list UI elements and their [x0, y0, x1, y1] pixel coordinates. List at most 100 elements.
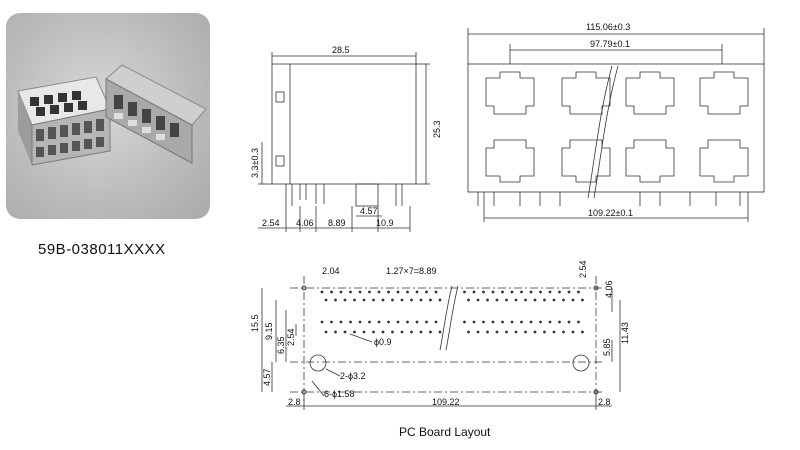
pin-hole — [372, 330, 375, 334]
pin-hole — [539, 290, 542, 294]
pin-hole — [524, 298, 527, 302]
pcb-layout-frame — [261, 276, 621, 410]
pin-hole — [482, 320, 485, 324]
pin-hole — [438, 298, 442, 302]
pin-hole — [334, 298, 337, 302]
pin-hole — [425, 290, 428, 294]
pin-hole — [482, 290, 485, 294]
pin-hole — [567, 320, 571, 324]
pin-hole — [472, 290, 476, 294]
mount-hole — [593, 285, 599, 291]
pin-hole — [476, 330, 480, 334]
dim-hole-small: ϕ0.9 — [374, 337, 392, 347]
pin-hole — [571, 298, 575, 302]
pin-hole — [429, 298, 432, 302]
pin-hole — [510, 320, 514, 324]
pin-hole — [577, 320, 580, 324]
pin-hole — [552, 330, 556, 334]
dim-pitch-b: 4.06 — [296, 218, 314, 228]
pin-hole — [520, 320, 523, 324]
pin-hole — [543, 330, 546, 334]
pin-hole — [524, 330, 527, 334]
product-photo — [6, 13, 210, 219]
pin-hole — [396, 290, 400, 294]
dim-right-lower: 5.85 — [602, 338, 612, 356]
pin-hole — [581, 298, 584, 302]
pin-hole — [387, 290, 390, 294]
dim-left-x: 2.04 — [322, 266, 340, 276]
dim-pin-offset: 3.3±0.3 — [250, 148, 260, 178]
pin-hole — [353, 330, 356, 334]
dim-right-row: 4.06 — [604, 280, 614, 298]
mount-hole — [301, 285, 307, 291]
dim-left-bottom: 4.57 — [262, 368, 272, 386]
pin-hole — [548, 320, 552, 324]
pin-hole — [533, 330, 537, 334]
pin-hole — [362, 330, 366, 334]
pin-hole — [358, 290, 362, 294]
dim-post-offset: 4.57 — [360, 206, 378, 216]
dim-rear-width: 10.9 — [376, 218, 394, 228]
dim-left-row: 2.54 — [286, 328, 296, 346]
pin-hole — [377, 290, 381, 294]
pin-hole — [391, 330, 394, 334]
pin-hole — [406, 320, 409, 324]
pin-hole — [438, 330, 442, 334]
pin-hole — [368, 320, 371, 324]
pin-hole — [495, 330, 499, 334]
pin-hole — [463, 320, 466, 324]
dim-pin-pitch: 1.27×7=8.89 — [386, 266, 437, 276]
pin-hole — [320, 320, 324, 324]
pin-hole — [577, 290, 580, 294]
pin-hole — [434, 320, 438, 324]
pin-hole — [491, 320, 495, 324]
dim-overall-width: 115.06±0.3 — [586, 22, 630, 32]
dim-inner-width: 97.79±0.1 — [590, 39, 630, 49]
pin-hole — [434, 290, 438, 294]
dim-left-total: 15.5 — [250, 314, 260, 332]
dim-pin-span: 109.22±0.1 — [588, 208, 633, 218]
dim-top-width: 28.5 — [332, 45, 350, 55]
pin-hole — [581, 330, 584, 334]
dim-hole-post: 6-ϕ1.58 — [324, 389, 355, 399]
pin-hole — [491, 290, 495, 294]
pin-hole — [558, 290, 561, 294]
pin-hole — [339, 290, 343, 294]
pin-hole — [505, 330, 508, 334]
pin-hole — [381, 330, 385, 334]
pin-hole — [320, 290, 324, 294]
pin-hole — [368, 290, 371, 294]
pin-hole — [419, 298, 423, 302]
pin-hole — [391, 298, 394, 302]
pin-hole — [410, 330, 413, 334]
pin-hole — [381, 298, 385, 302]
jack-ports — [485, 71, 749, 183]
pin-hole — [467, 330, 470, 334]
connector-illustration — [17, 64, 207, 166]
pin-hole — [558, 320, 561, 324]
pin-hole — [505, 298, 508, 302]
side-view-body — [271, 63, 417, 185]
pcb-pin-holes — [301, 285, 599, 395]
pin-hole — [372, 298, 375, 302]
pin-hole — [543, 298, 546, 302]
pin-hole — [396, 320, 400, 324]
pcb-layout-caption: PC Board Layout — [399, 425, 491, 439]
pin-hole — [501, 320, 504, 324]
pin-hole — [562, 298, 565, 302]
pin-hole — [349, 290, 352, 294]
dim-height: 25.3 — [432, 120, 442, 138]
pin-hole — [334, 330, 337, 334]
pin-hole — [529, 320, 533, 324]
pin-hole — [514, 330, 518, 334]
pin-hole — [529, 290, 533, 294]
pin-hole — [514, 298, 518, 302]
pin-hole — [339, 320, 343, 324]
pin-hole — [567, 290, 571, 294]
pin-hole — [539, 320, 542, 324]
pin-hole — [330, 320, 333, 324]
pin-hole — [406, 290, 409, 294]
mount-hole — [301, 389, 307, 395]
dim-right-top: 2.54 — [578, 260, 588, 278]
